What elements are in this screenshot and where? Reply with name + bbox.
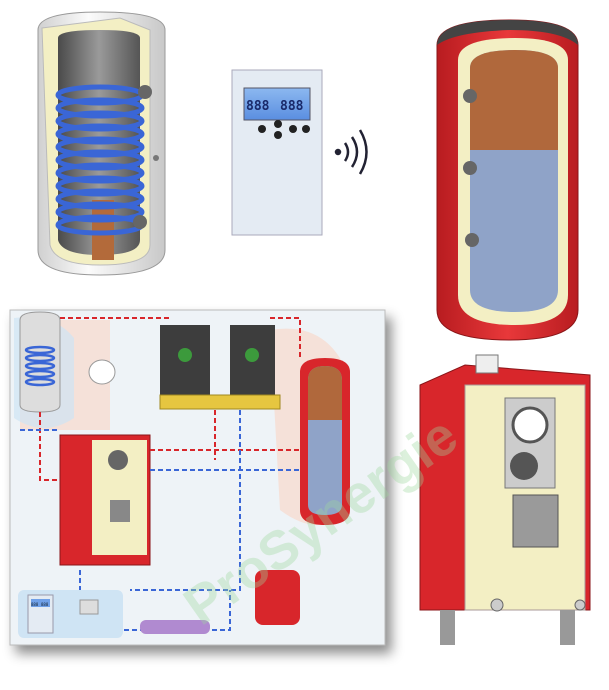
left-button[interactable] [258, 125, 266, 133]
control-box [512, 494, 559, 548]
heat-exchanger-coil [55, 84, 145, 236]
manifold [159, 394, 281, 410]
schematic-content: 888 888 [14, 311, 350, 638]
wood-boiler [419, 354, 591, 645]
wifi-signal-icon [334, 129, 368, 175]
buffer-tank [436, 19, 579, 341]
controller-display [243, 87, 311, 121]
expansion-vessel-large [255, 570, 300, 625]
mini-display-right: 888 [41, 602, 49, 607]
display-right-value: 888 [280, 99, 304, 114]
hot-water-tank-with-coil [37, 11, 166, 276]
right-button[interactable] [289, 125, 297, 133]
up-button[interactable] [274, 120, 282, 128]
down-button[interactable] [274, 131, 282, 139]
mini-display-left: 888 [31, 602, 39, 607]
room-controller: 888 888 [231, 69, 323, 236]
ok-button[interactable] [302, 125, 310, 133]
pipe-connection [138, 85, 152, 99]
display-left-value: 888 [246, 99, 270, 114]
thermometer-dial [511, 406, 549, 444]
pipe-connection [133, 215, 147, 229]
expansion-vessel-small [88, 359, 116, 385]
draft-regulator [510, 452, 538, 480]
